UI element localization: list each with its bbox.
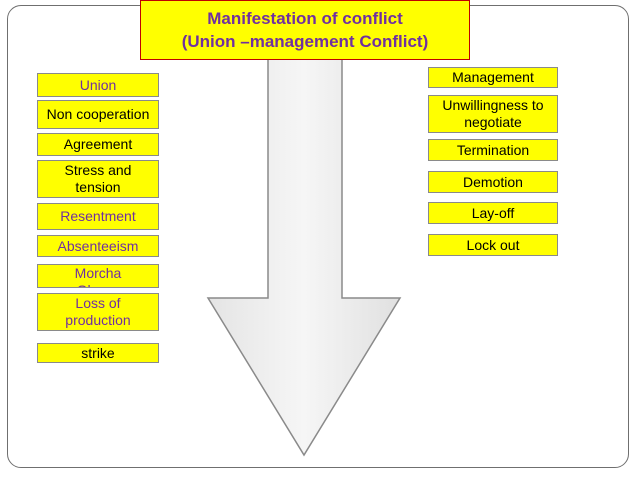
union-item-label: Resentment	[60, 208, 136, 224]
management-item-lock-out: Lock out	[428, 234, 558, 256]
management-item-lay-off: Lay-off	[428, 202, 558, 224]
management-item-label: Unwillingness to negotiate	[442, 97, 544, 130]
title-line-1: Manifestation of conflict	[207, 9, 403, 28]
management-item-demotion: Demotion	[428, 171, 558, 193]
management-item-label: Termination	[456, 141, 530, 158]
union-item-resentment: Resentment	[37, 203, 159, 230]
union-item-agreement: Agreement	[37, 133, 159, 156]
management-item-unwillingness-to-negotiate: Unwillingness to negotiate	[428, 95, 558, 133]
union-item-label: Agreement	[63, 136, 133, 152]
union-item-non-cooperation: Non cooperation	[37, 100, 159, 129]
union-item-label: strike	[81, 344, 115, 361]
management-item-termination: Termination	[428, 139, 558, 161]
union-item-stress-and-tension: Stress and tension	[37, 160, 159, 198]
union-item-union: Union	[37, 73, 159, 97]
management-item-management: Management	[428, 67, 558, 88]
union-item-label: Loss of production	[65, 295, 131, 328]
union-item-label: Stress and tension	[64, 162, 132, 195]
union-item-label: Non cooperation	[46, 106, 150, 122]
union-item-label: Absenteeism	[57, 237, 139, 254]
management-item-label: Management	[452, 69, 534, 85]
management-item-label: Lay-off	[471, 204, 515, 221]
title-line-2: (Union –management Conflict)	[181, 32, 429, 51]
union-item-strike: strike	[37, 343, 159, 363]
union-item-label: Union	[79, 76, 117, 93]
union-item-label: Morcha ,Gherao	[73, 265, 124, 287]
diagram-title: Manifestation of conflict (Union –manage…	[140, 0, 470, 60]
union-item-loss-of-production: Loss of production	[37, 293, 159, 331]
management-item-label: Demotion	[463, 173, 523, 190]
union-item-morcha-gherao: Morcha ,Gherao	[37, 264, 159, 288]
union-item-absenteeism: Absenteeism	[37, 235, 159, 257]
management-item-label: Lock out	[466, 236, 520, 253]
